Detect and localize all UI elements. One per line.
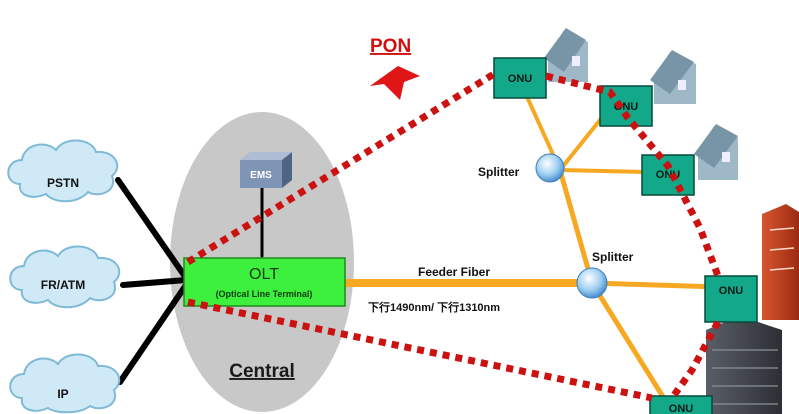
olt-box: OLT (Optical Line Terminal)	[183, 257, 346, 307]
link-ip	[117, 282, 189, 385]
cloud-fratm	[9, 245, 121, 309]
onu-box: ONU	[649, 395, 713, 414]
cloud-label-ip: IP	[57, 387, 68, 401]
pon-arrow-icon	[370, 66, 420, 100]
cloud-label-fratm: FR/ATM	[41, 278, 85, 292]
cloud-pstn	[7, 139, 119, 203]
ems-label: EMS	[250, 170, 272, 181]
olt-label: OLT	[249, 266, 279, 283]
onu-label: ONU	[719, 285, 744, 297]
link-pstn	[115, 177, 189, 281]
splitter-ball	[535, 153, 565, 183]
onu-label: ONU	[508, 73, 533, 85]
central-label: Central	[229, 361, 294, 382]
pon-path-lower	[187, 298, 653, 402]
cloud-label-pstn: PSTN	[47, 176, 79, 190]
pon-path-onu-chain	[545, 72, 722, 278]
olt-sublabel: (Optical Line Terminal)	[216, 289, 313, 299]
house-icon	[544, 28, 588, 82]
onu-box: ONU	[704, 275, 758, 323]
fiber-tree	[341, 88, 723, 403]
splitter-label: Splitter	[478, 165, 520, 179]
pon-path-lower-right	[669, 320, 722, 401]
office-tower-icon	[762, 204, 799, 320]
link-fratm	[120, 277, 189, 288]
wavelength-label: 下行1490nm/ 下行1310nm	[368, 300, 500, 314]
house-icon	[694, 124, 738, 180]
onu-box: ONU	[493, 57, 547, 99]
splitter-label: Splitter	[592, 250, 634, 264]
pon-label: PON	[370, 36, 411, 57]
splitter-ball	[576, 267, 608, 299]
pon-dotted-paths	[186, 71, 722, 402]
onu-label: ONU	[669, 403, 694, 414]
office-building-icon	[706, 316, 782, 414]
ems-box: EMS	[240, 152, 292, 188]
pon-path-upper	[186, 71, 496, 265]
cloud-ip	[9, 353, 121, 414]
feeder-fiber-label: Feeder Fiber	[418, 265, 490, 279]
house-icon	[650, 50, 696, 104]
